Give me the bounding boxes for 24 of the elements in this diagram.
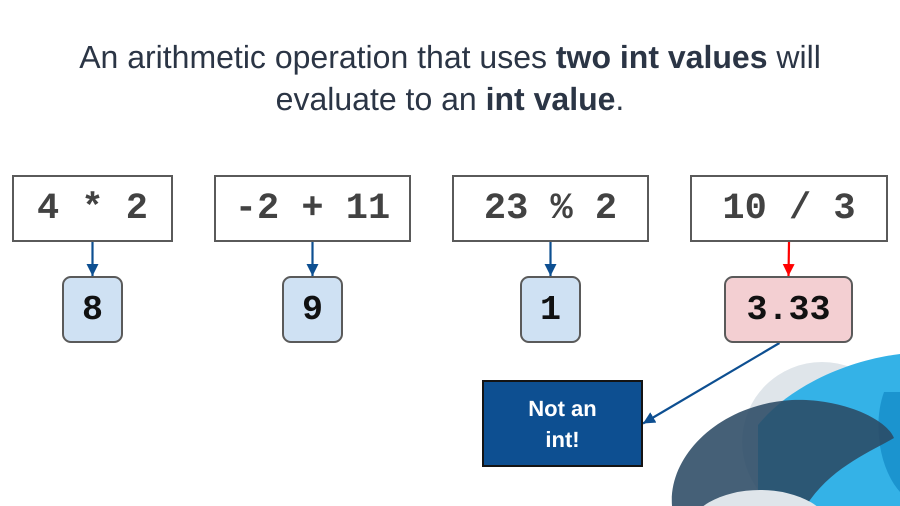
- expression: 4 * 2: [36, 186, 148, 230]
- arrow: [306, 242, 318, 276]
- result-value: 3.33: [746, 288, 830, 330]
- expression: -2 + 11: [234, 186, 390, 230]
- arrow: [544, 242, 556, 276]
- result-value: 1: [540, 288, 561, 330]
- expression-box: [12, 175, 173, 242]
- expression-box: [690, 175, 888, 242]
- expression: 23 % 2: [484, 186, 618, 230]
- expression: 10 / 3: [722, 186, 856, 230]
- slide-title: An arithmetic operation that uses two int values will evaluate to an int value.: [78, 38, 822, 119]
- result-box: [520, 276, 581, 343]
- result-box: [282, 276, 343, 343]
- result-value: 9: [302, 288, 323, 330]
- result-value: 8: [82, 288, 103, 330]
- arrow: [86, 242, 98, 276]
- expression-box: [452, 175, 649, 242]
- result-box: [62, 276, 123, 343]
- callout-text: Not an int!: [527, 394, 598, 454]
- callout-box: [482, 380, 643, 467]
- arrow: [782, 242, 795, 276]
- arrow: [642, 342, 780, 424]
- expression-box: [214, 175, 411, 242]
- result-box: [724, 276, 853, 343]
